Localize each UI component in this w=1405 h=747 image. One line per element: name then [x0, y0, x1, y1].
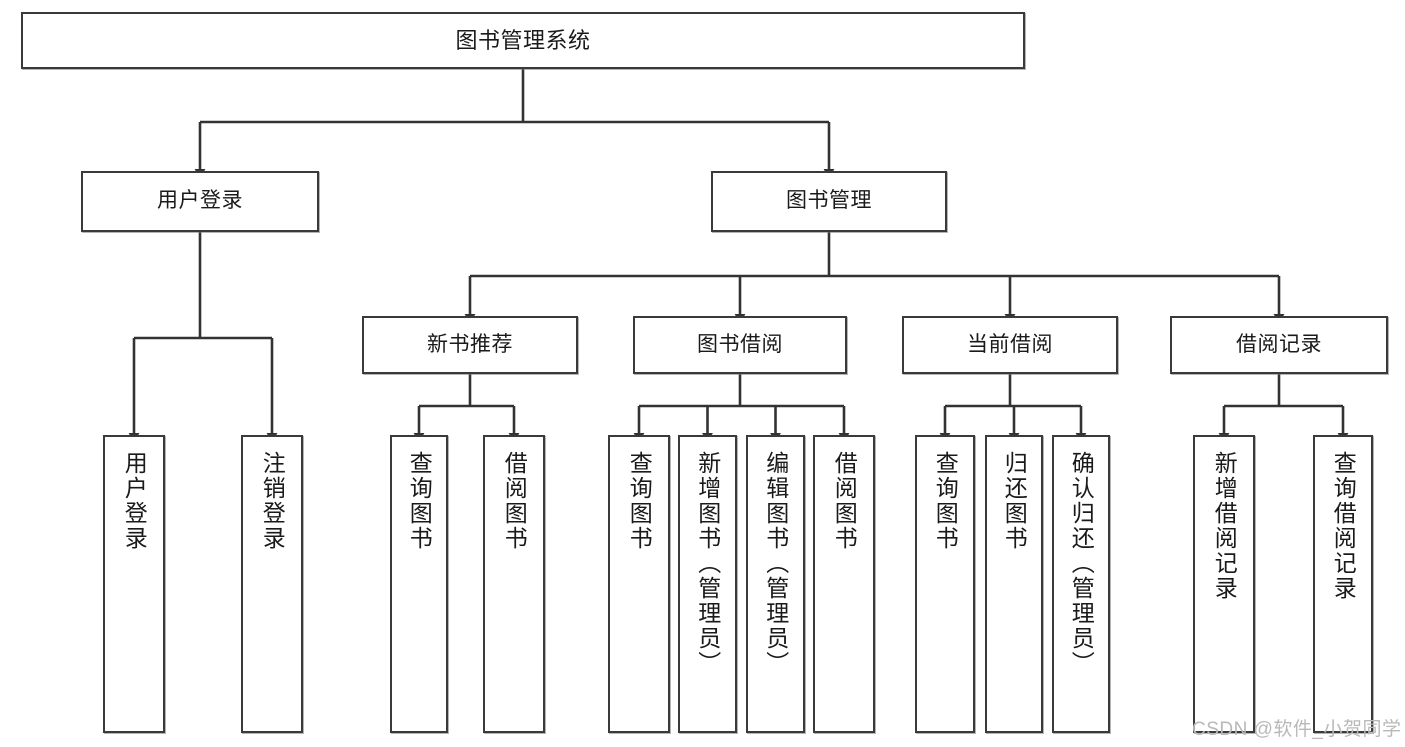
node-leaf-query-book-1[interactable]: 查询图书 — [390, 435, 448, 733]
node-label: 编辑图书（管理员） — [762, 451, 789, 676]
node-book-manage[interactable]: 图书管理 — [711, 171, 947, 232]
node-leaf-logout[interactable]: 注销登录 — [241, 435, 303, 733]
node-book-borrow[interactable]: 图书借阅 — [633, 316, 847, 374]
node-label: 查询借阅记录 — [1330, 451, 1357, 601]
node-label: 借阅图书 — [501, 451, 528, 551]
node-leaf-edit-book[interactable]: 编辑图书（管理员） — [746, 435, 805, 733]
node-new-book-rec[interactable]: 新书推荐 — [362, 316, 578, 374]
node-label: 用户登录 — [121, 451, 148, 551]
node-label: 当前借阅 — [967, 332, 1053, 356]
node-label: 图书管理系统 — [455, 27, 591, 53]
node-leaf-add-book[interactable]: 新增图书（管理员） — [678, 435, 737, 733]
node-borrow-record[interactable]: 借阅记录 — [1170, 316, 1388, 374]
node-label: 新增图书（管理员） — [694, 451, 721, 676]
node-label: 归还图书 — [1001, 451, 1028, 551]
node-label: 借阅图书 — [831, 451, 858, 551]
node-label: 查询图书 — [406, 451, 433, 551]
node-leaf-query-record[interactable]: 查询借阅记录 — [1313, 435, 1373, 733]
node-label: 确认归还（管理员） — [1068, 451, 1095, 676]
node-label: 新书推荐 — [427, 332, 513, 356]
node-label: 新增借阅记录 — [1211, 451, 1238, 601]
node-leaf-add-record[interactable]: 新增借阅记录 — [1193, 435, 1255, 733]
node-label: 借阅记录 — [1236, 332, 1322, 356]
node-leaf-query-book-3[interactable]: 查询图书 — [915, 435, 975, 733]
node-leaf-query-book-2[interactable]: 查询图书 — [608, 435, 670, 733]
node-label: 用户登录 — [157, 189, 243, 213]
node-leaf-confirm-ret[interactable]: 确认归还（管理员） — [1052, 435, 1110, 733]
node-user-login[interactable]: 用户登录 — [81, 171, 319, 232]
node-root[interactable]: 图书管理系统 — [21, 12, 1025, 69]
node-leaf-borrow-book-2[interactable]: 借阅图书 — [813, 435, 875, 733]
node-leaf-user-login[interactable]: 用户登录 — [103, 435, 165, 733]
node-leaf-return-book[interactable]: 归还图书 — [985, 435, 1043, 733]
node-label: 图书管理 — [786, 189, 872, 213]
node-current-borrow[interactable]: 当前借阅 — [902, 316, 1118, 374]
node-leaf-borrow-book-1[interactable]: 借阅图书 — [483, 435, 545, 733]
node-label: 查询图书 — [626, 451, 653, 551]
node-label: 图书借阅 — [697, 332, 783, 356]
node-label: 注销登录 — [259, 451, 286, 551]
node-label: 查询图书 — [932, 451, 959, 551]
csdn-watermark: CSDN @软件_小贺同学 — [1192, 719, 1402, 740]
